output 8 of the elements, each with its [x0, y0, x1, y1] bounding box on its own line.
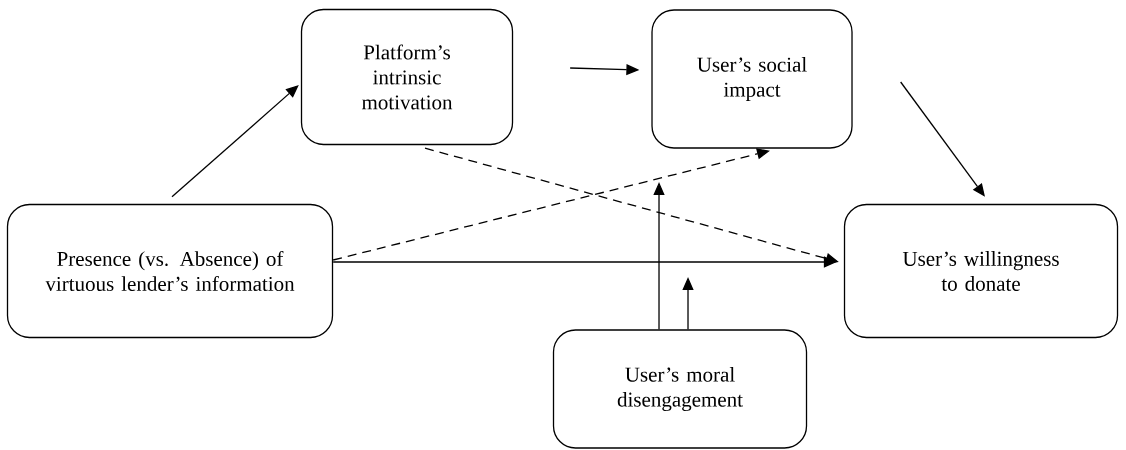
arrow — [332, 148, 770, 261]
process-box: User’s moral disengagement — [552, 329, 808, 449]
process-box: Platform’s intrinsic motivation — [300, 8, 514, 146]
process-box: User’s willingness to donate — [843, 203, 1119, 339]
arrow — [900, 81, 985, 197]
process-box: User’s social impact — [651, 9, 853, 149]
process-box: Presence (vs. Absence) of virtuous lender’s information — [6, 203, 334, 339]
arrow — [171, 85, 299, 198]
